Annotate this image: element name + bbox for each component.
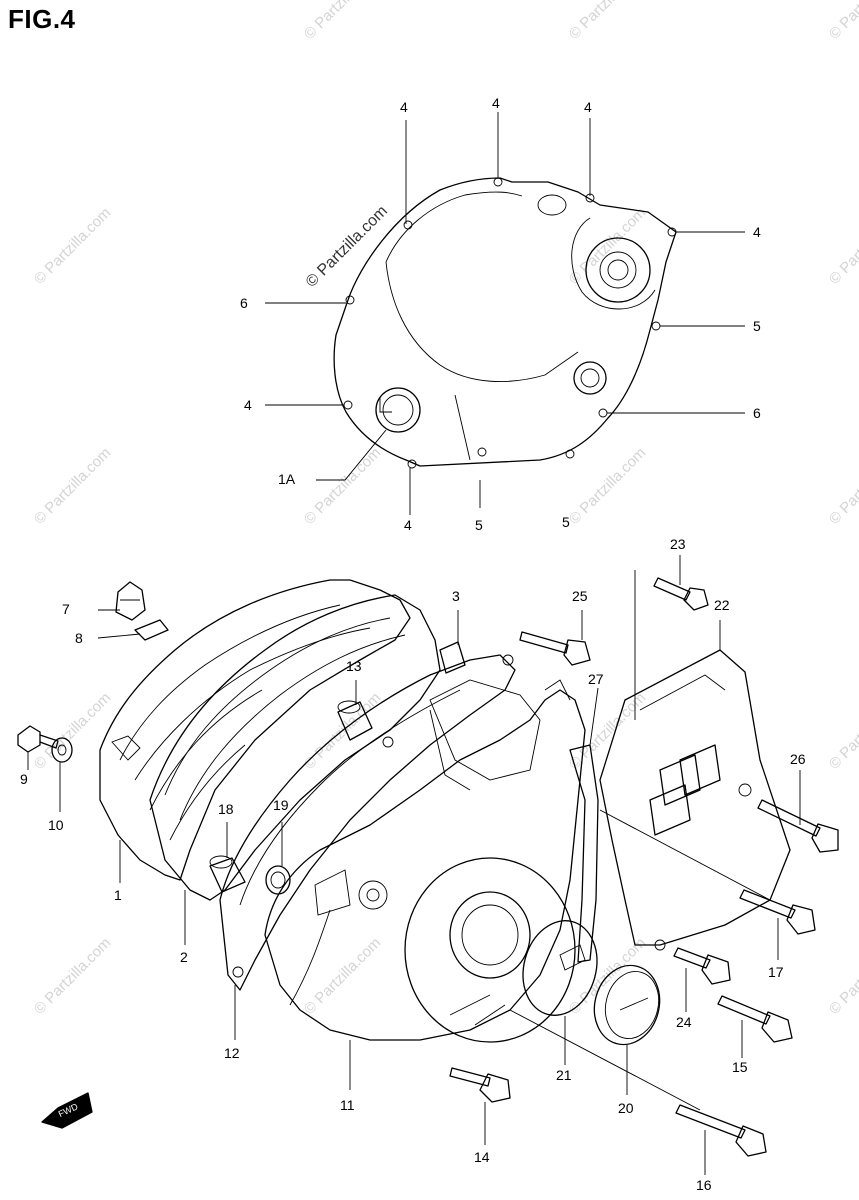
watermark: © Partzilla.com bbox=[301, 934, 384, 1017]
magneto-cover-11 bbox=[264, 679, 586, 1043]
watermark: © Partzilla.com bbox=[826, 0, 859, 43]
watermark: © Partzilla.com bbox=[566, 689, 649, 772]
callout-1a: 1A bbox=[278, 471, 296, 487]
callout-5: 5 bbox=[753, 318, 761, 334]
leader-lines-upper bbox=[265, 112, 745, 515]
callout-labels: 4 4 4 4 6 5 4 6 1A 4 5 5 23 3 25 22 7 8 … bbox=[20, 95, 806, 1193]
callout-14: 14 bbox=[474, 1149, 490, 1165]
leader-lines-lower bbox=[27, 555, 801, 1175]
callout-4: 4 bbox=[400, 99, 408, 115]
callout-9: 9 bbox=[20, 771, 28, 787]
callout-22: 22 bbox=[714, 597, 730, 613]
watermark: © Partzilla.com bbox=[566, 444, 649, 527]
clutch-cover-1a bbox=[333, 177, 677, 469]
callout-4: 4 bbox=[404, 517, 412, 533]
watermark: © Partzilla.com bbox=[826, 204, 859, 287]
watermark: © Partzilla.com bbox=[31, 934, 114, 1017]
watermark-layer: © Partzilla.com © Partzilla.com © Partzi… bbox=[31, 0, 859, 1018]
watermark: © Partzilla.com bbox=[566, 0, 649, 43]
callout-4: 4 bbox=[492, 95, 500, 111]
callout-3: 3 bbox=[452, 588, 460, 604]
callout-7: 7 bbox=[62, 601, 70, 617]
callout-26: 26 bbox=[790, 751, 806, 767]
callout-23: 23 bbox=[670, 536, 686, 552]
callout-4: 4 bbox=[584, 99, 592, 115]
callout-11: 11 bbox=[340, 1097, 355, 1113]
small-parts bbox=[17, 581, 661, 1046]
callout-16: 16 bbox=[696, 1177, 712, 1193]
callout-19: 19 bbox=[273, 797, 289, 813]
callout-6: 6 bbox=[753, 405, 761, 421]
gasket-12 bbox=[219, 654, 516, 991]
watermark: © Partzilla.com bbox=[31, 204, 114, 287]
callout-4: 4 bbox=[753, 224, 761, 240]
watermark: © Partzilla.com bbox=[31, 444, 114, 527]
callout-27: 27 bbox=[588, 671, 604, 687]
cover-22 bbox=[599, 649, 791, 951]
watermark: © Partzilla.com bbox=[826, 689, 859, 772]
watermark: © Partzilla.com bbox=[301, 444, 384, 527]
callout-8: 8 bbox=[75, 630, 83, 646]
watermark: © Partzilla.com bbox=[826, 444, 859, 527]
callout-21: 21 bbox=[556, 1067, 572, 1083]
fwd-arrow: FWD bbox=[41, 1092, 93, 1129]
callout-4: 4 bbox=[244, 397, 252, 413]
callout-17: 17 bbox=[768, 964, 784, 980]
callout-10: 10 bbox=[48, 817, 64, 833]
callout-25: 25 bbox=[572, 588, 588, 604]
watermark: © Partzilla.com bbox=[301, 0, 384, 43]
callout-15: 15 bbox=[732, 1059, 748, 1075]
callout-5: 5 bbox=[475, 517, 483, 533]
callout-5: 5 bbox=[562, 514, 570, 530]
callout-6: 6 bbox=[240, 295, 248, 311]
callout-12: 12 bbox=[224, 1045, 240, 1061]
callout-18: 18 bbox=[218, 801, 234, 817]
callout-2: 2 bbox=[180, 949, 188, 965]
callout-13: 13 bbox=[346, 658, 362, 674]
figure-title: FIG.4 bbox=[8, 4, 76, 34]
crankcase-cover-1 bbox=[99, 579, 411, 881]
watermark: © Partzilla.com bbox=[31, 689, 114, 772]
callout-1: 1 bbox=[114, 887, 122, 903]
callout-20: 20 bbox=[618, 1100, 634, 1116]
gasket-2 bbox=[149, 594, 441, 901]
callout-24: 24 bbox=[676, 1014, 692, 1030]
bolts bbox=[449, 577, 839, 1157]
watermark: © Partzilla.com bbox=[566, 204, 649, 287]
watermark: © Partzilla.com bbox=[826, 934, 859, 1017]
